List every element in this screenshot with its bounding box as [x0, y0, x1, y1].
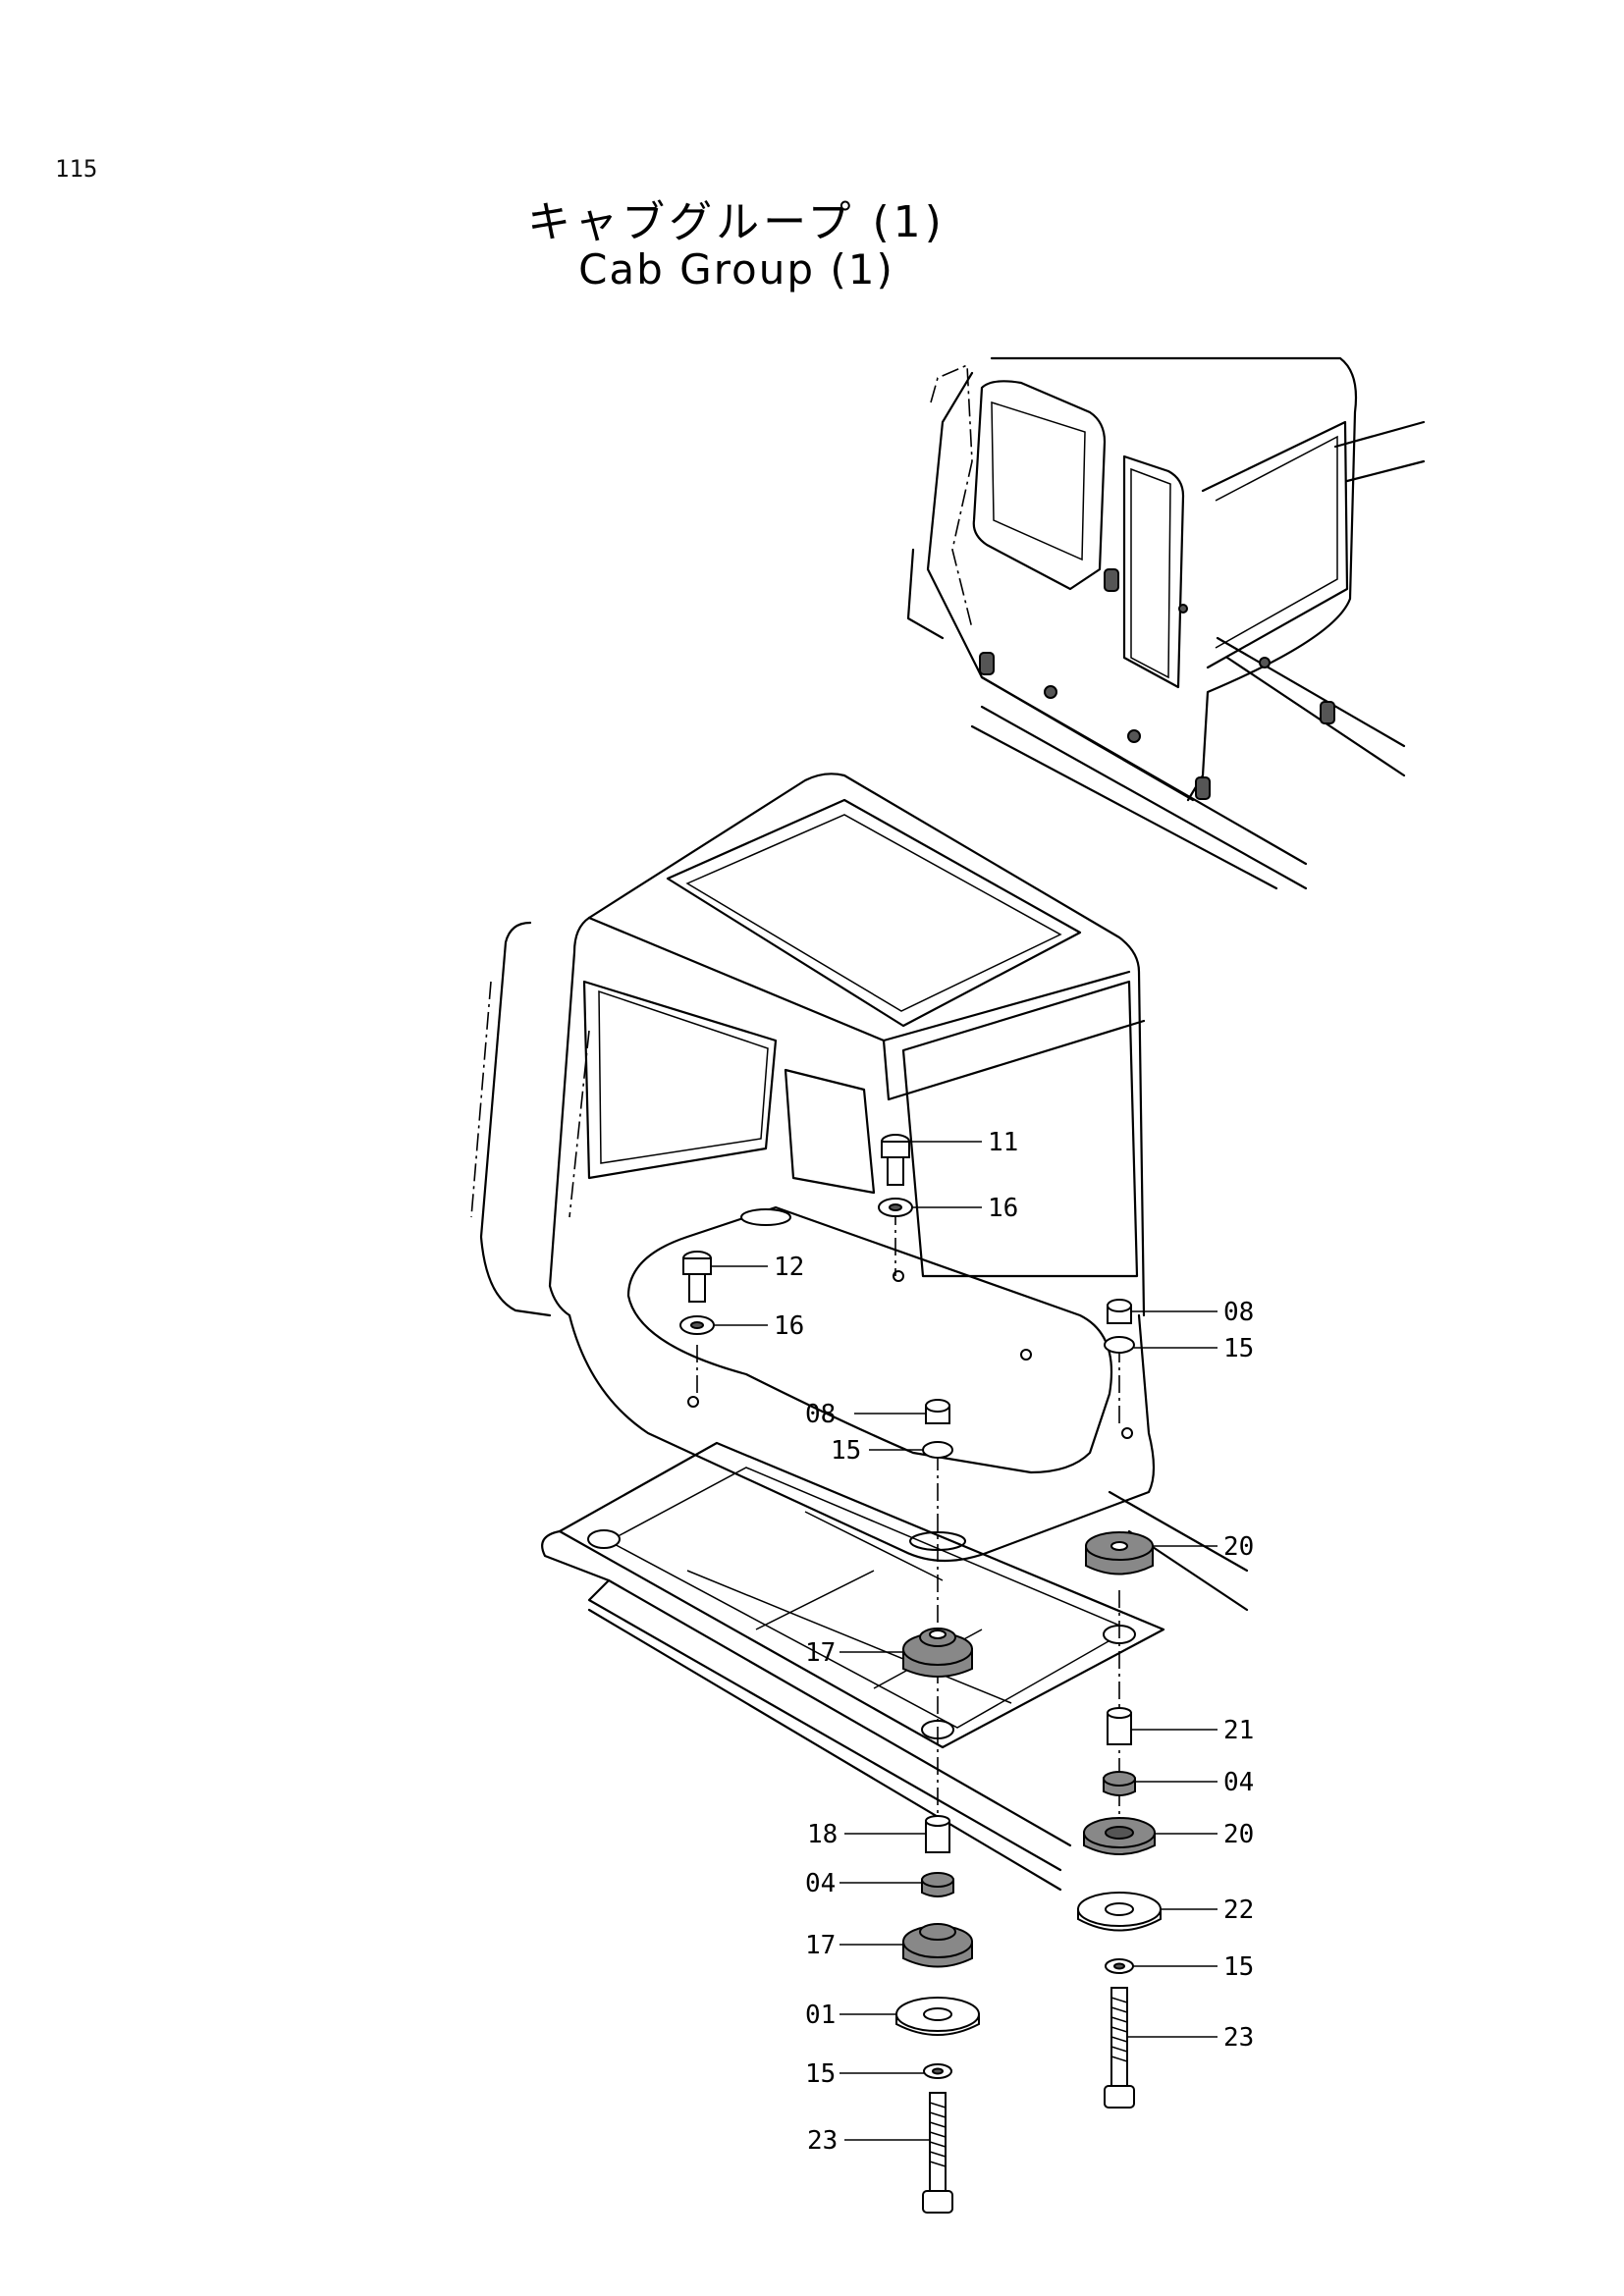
cab-body	[470, 773, 1156, 1563]
callout-21: 21	[1223, 1716, 1254, 1745]
title-japanese: キャブグループ (1)	[527, 197, 946, 247]
callout-labels: 11 16 12 16 08 15 08 15 20 17 21 04 20 1…	[774, 1128, 1254, 2156]
callout-17-lower: 17	[805, 1931, 836, 1960]
callout-12: 12	[774, 1253, 804, 1282]
title-english: Cab Group (1)	[578, 245, 894, 294]
callout-17-upper: 17	[805, 1638, 836, 1668]
assembly-center-lines	[696, 1207, 1120, 1836]
callout-15-center: 15	[831, 1436, 861, 1466]
callout-20-lower: 20	[1223, 1820, 1254, 1849]
callout-04-left: 04	[805, 1869, 836, 1898]
callout-08-center: 08	[805, 1400, 836, 1429]
callout-11: 11	[988, 1128, 1018, 1157]
callout-23-right: 23	[1223, 2023, 1254, 2053]
callout-15-left-lower: 15	[805, 2059, 836, 2089]
callout-20-upper: 20	[1223, 1532, 1254, 1562]
callout-23-left: 23	[807, 2126, 838, 2156]
callout-22: 22	[1223, 1896, 1254, 1925]
inset-cab-view	[906, 356, 1426, 890]
callout-04-right: 04	[1223, 1768, 1254, 1797]
callout-15-right: 15	[1223, 1334, 1254, 1363]
page-number: 115	[55, 155, 98, 183]
parts	[679, 1134, 1162, 2214]
leader-lines	[711, 1141, 1218, 2141]
callout-01: 01	[805, 2001, 836, 2030]
callout-08-right: 08	[1223, 1298, 1254, 1327]
callout-16-upper: 16	[988, 1194, 1018, 1223]
callout-15-right-lower: 15	[1223, 1952, 1254, 1982]
callout-18: 18	[807, 1820, 838, 1849]
callout-16-left: 16	[774, 1311, 804, 1341]
